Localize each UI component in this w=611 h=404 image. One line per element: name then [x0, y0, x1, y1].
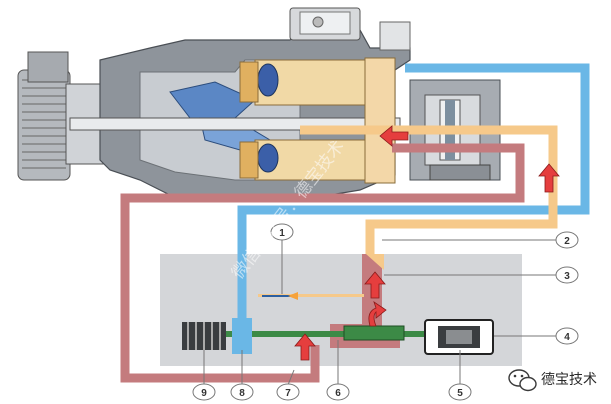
- bellows: [182, 322, 226, 350]
- callout-8: 8: [230, 383, 254, 401]
- svg-text:6: 6: [335, 388, 341, 399]
- callout-2: 2: [555, 231, 579, 249]
- callout-9: 9: [192, 383, 216, 401]
- callout-3: 3: [555, 266, 579, 284]
- crankcase-pressure-line: [300, 125, 558, 258]
- regulator-high-pressure-block: [330, 254, 400, 348]
- control-rod: [196, 331, 426, 337]
- pulley: [17, 51, 107, 181]
- svg-text:2: 2: [564, 236, 570, 247]
- svg-text:4: 4: [564, 332, 570, 343]
- low-pressure-line: [237, 63, 590, 343]
- high-pressure-line: [120, 143, 525, 383]
- callout-6: 6: [326, 383, 350, 401]
- svg-text:7: 7: [285, 388, 291, 399]
- callout-4: 4: [555, 327, 579, 345]
- solenoid-valve: [424, 319, 494, 355]
- compressor-assembly: [17, 7, 501, 196]
- callout-7: 7: [276, 383, 300, 401]
- callout-1: 1: [270, 223, 294, 241]
- callout-5: 5: [448, 383, 472, 401]
- brand-watermark-text: 德宝技术: [541, 372, 597, 388]
- svg-text:5: 5: [457, 388, 463, 399]
- wechat-bubble-icon: [508, 369, 537, 392]
- callout-leaders: [203, 239, 556, 386]
- bellows-chamber: [232, 318, 252, 354]
- svg-text:9: 9: [201, 388, 207, 399]
- valve-piston: [343, 325, 405, 341]
- wobble-plate: [169, 81, 256, 119]
- flow-arrows: [288, 125, 560, 361]
- brand-watermark: 德宝技术: [508, 369, 597, 392]
- svg-text:1: 1: [279, 228, 285, 239]
- svg-text:3: 3: [564, 271, 570, 282]
- svg-text:8: 8: [239, 388, 245, 399]
